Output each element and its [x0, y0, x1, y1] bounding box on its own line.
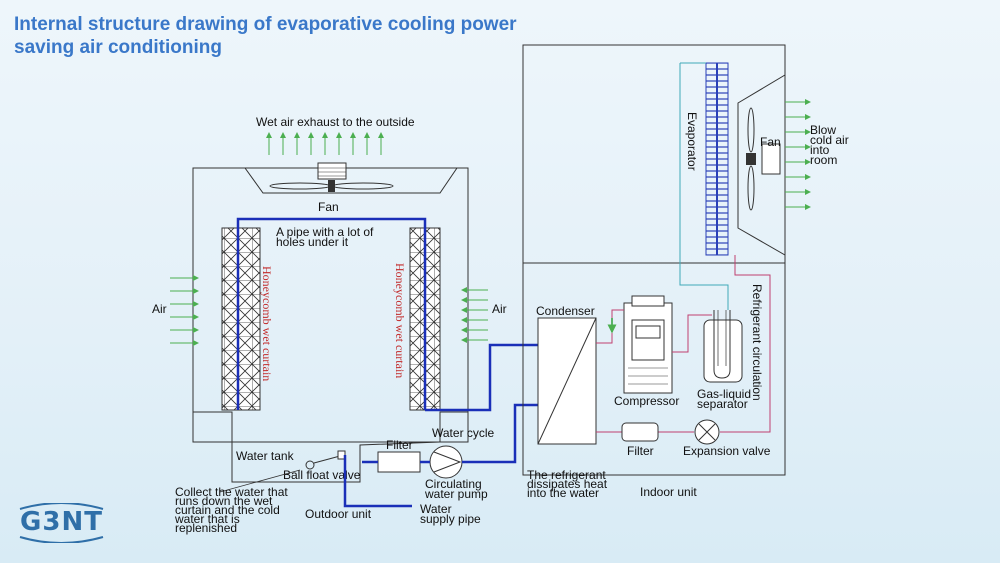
right-curtain-label: Honeycomb wet curtain [393, 263, 407, 378]
condenser-label: Condenser [536, 304, 595, 318]
refrigerant-circ-label: Refrigerant circulation [750, 284, 764, 401]
indoor-filter-icon [621, 422, 659, 442]
indoor-filter-label: Filter [627, 444, 654, 458]
separator-label-1: Gas-liquid [697, 387, 751, 401]
air-in-right-arrows [461, 287, 488, 343]
evaporator-label: Evaporator [685, 112, 699, 171]
water-tank-label: Water tank [236, 449, 295, 463]
dissipate-line-2: dissipates heat [527, 477, 608, 491]
perforated-pipe [236, 217, 427, 410]
blow-line-4: room [810, 153, 837, 167]
collect-line-4: water that is [174, 512, 240, 526]
outdoor-filter-label: Filter [386, 438, 413, 452]
air-left-label: Air [152, 302, 167, 316]
logo-text: G3NT [20, 507, 103, 537]
exhaust-arrows [266, 132, 384, 155]
collect-line-5: replenished [175, 521, 237, 535]
supply-label-2: supply pipe [420, 512, 481, 526]
ball-float-icon [305, 460, 315, 470]
air-in-left-arrows [170, 275, 199, 346]
water-circulation-pipes [343, 343, 538, 508]
float-valve-label: Ball float valve [283, 468, 361, 482]
separator-icon [703, 310, 743, 383]
exhaust-label: Wet air exhaust to the outside [256, 115, 415, 129]
blow-line-3: into [810, 143, 830, 157]
separator-label-2: separator [697, 397, 748, 411]
outdoor-unit: Fan Wet air exhaust to the outside Honey… [152, 115, 538, 535]
blow-line-1: Blow [810, 123, 836, 137]
pump-icon [429, 445, 463, 479]
blow-arrows [785, 99, 811, 210]
pump-label-2: water pump [424, 487, 488, 501]
compressor-icon [623, 295, 673, 394]
outdoor-fan-icon [269, 162, 394, 192]
outdoor-filter-icon [377, 451, 421, 473]
left-curtain-label: Honeycomb wet curtain [260, 266, 274, 381]
left-wet-curtain [221, 227, 261, 411]
dissipate-line-1: The refrigerant [527, 468, 606, 482]
collect-line-1: Collect the water that [175, 485, 288, 499]
collect-line-3: curtain and the cold [175, 503, 280, 517]
expansion-label: Expansion valve [683, 444, 771, 458]
company-logo: G3NT [14, 503, 109, 543]
water-cycle-label: Water cycle [432, 426, 495, 440]
indoor-unit: Evaporator Fan Blow cold air into room C… [522, 44, 849, 500]
pipe-label-1: A pipe with a lot of [276, 225, 374, 239]
supply-label-1: Water [420, 502, 452, 516]
indoor-fan-label: Fan [760, 135, 781, 149]
indoor-unit-label: Indoor unit [640, 485, 697, 499]
pipe-label-2: holes under it [276, 235, 349, 249]
indoor-fan-icon [746, 107, 781, 211]
collect-line-2: runs down the wet [175, 494, 273, 508]
pump-label-1: Circulating [425, 477, 482, 491]
outdoor-fan-label: Fan [318, 200, 339, 214]
blow-line-2: cold air [810, 133, 849, 147]
outdoor-unit-label: Outdoor unit [305, 507, 372, 521]
page-title: Internal structure drawing of evaporativ… [14, 14, 517, 58]
refrigerant-pipes [596, 255, 771, 433]
dissipate-line-3: into the water [527, 486, 599, 500]
compressor-label: Compressor [614, 394, 679, 408]
air-right-label: Air [492, 302, 507, 316]
